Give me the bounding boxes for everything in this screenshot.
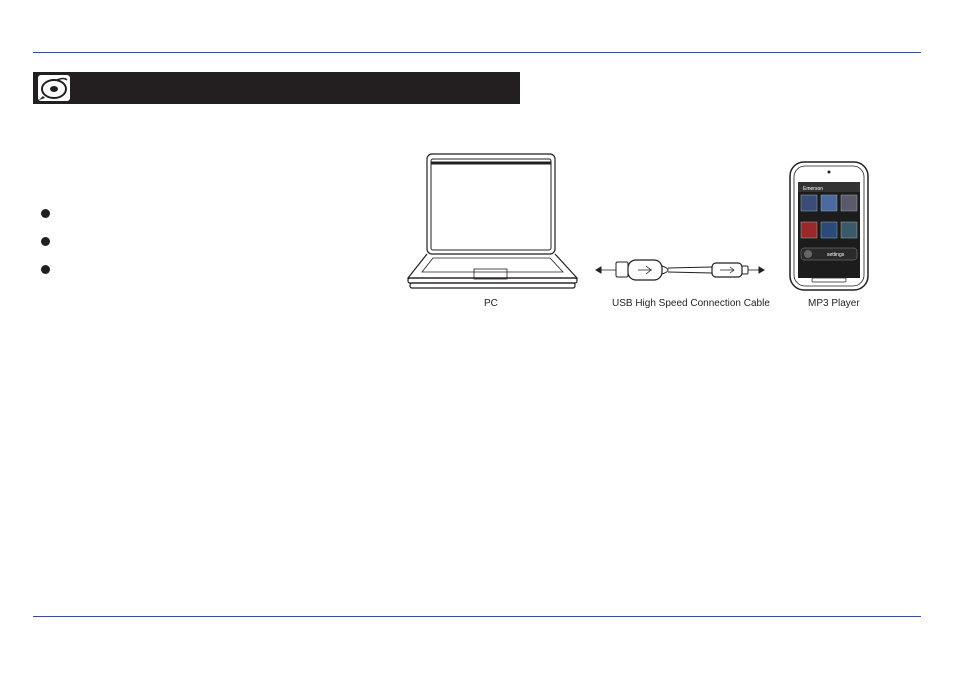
player-brand-text: Emerson [803,186,823,192]
laptop-icon [406,153,579,289]
header-rule [33,52,921,53]
bullet-list [40,207,58,291]
list-item [40,207,58,235]
bullet-icon [41,265,50,274]
player-menu-text: settings [827,252,845,258]
footer-rule [33,616,921,617]
disc-icon [38,75,70,101]
list-item [40,263,58,291]
pc-caption: PC [484,298,498,309]
cable-caption: USB High Speed Connection Cable [612,298,770,309]
mp3-player-icon [789,161,869,291]
bullet-icon [41,237,50,246]
section-header-bar [33,72,520,104]
connection-diagram: Emerson settings PC USB High Speed Conne… [400,150,880,320]
list-item [40,235,58,263]
bullet-icon [41,209,50,218]
usb-cable-icon [595,259,765,281]
player-caption: MP3 Player [808,298,860,309]
connection-illustration: Emerson settings [406,153,869,291]
